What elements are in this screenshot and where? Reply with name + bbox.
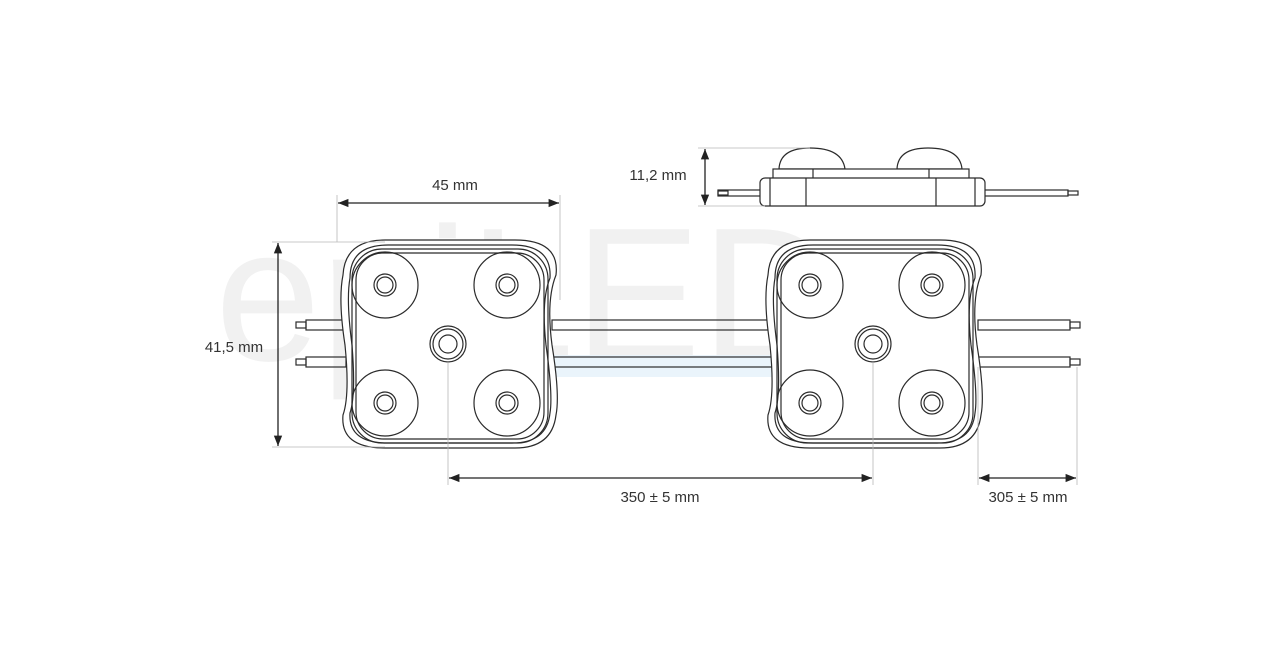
- led-module-side-view: [717, 147, 1079, 207]
- led-lens: [351, 369, 419, 437]
- led-module-right: [765, 239, 983, 449]
- thickness-label: 11,2 mm: [629, 167, 686, 184]
- led-lens: [351, 251, 419, 319]
- extension-lines: [272, 147, 1078, 485]
- width-label: 45 mm: [432, 177, 478, 194]
- height-label: 41,5 mm: [205, 339, 263, 356]
- led-module-left: [340, 239, 558, 449]
- lead-length-label: 305 ± 5 mm: [988, 489, 1067, 506]
- spacing-label: 350 ± 5 mm: [620, 489, 699, 506]
- led-lens: [473, 369, 541, 437]
- led-lens: [473, 251, 541, 319]
